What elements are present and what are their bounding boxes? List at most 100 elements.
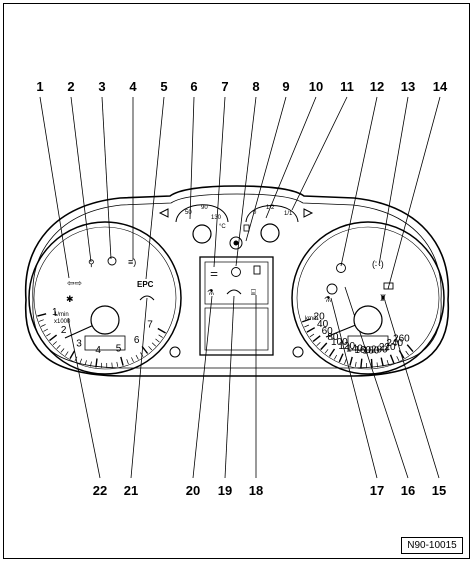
brake-system-icon	[231, 267, 241, 277]
dial-major-tick	[320, 342, 328, 351]
speedo-hub	[353, 305, 383, 335]
dial-minor-tick	[43, 328, 49, 332]
leader-17	[330, 297, 378, 479]
dial-major-tick	[141, 345, 149, 354]
dial-scale-number: 1	[52, 307, 58, 318]
speedo-inner-ring	[296, 226, 440, 370]
callout-14: 14	[433, 79, 448, 94]
dial-major-tick	[37, 313, 47, 317]
dial-scale-number: 240	[386, 338, 403, 349]
turn-signal-indicator-icon: ⇦⇨	[67, 278, 83, 288]
glow-plug-icon: (∷)	[372, 259, 384, 269]
dial-minor-tick	[376, 362, 378, 368]
center-warning-panel: ⚌ ⚗ ⌸	[199, 256, 274, 356]
dial-minor-tick	[40, 324, 46, 327]
callout-10: 10	[309, 79, 323, 94]
dial-major-tick	[157, 327, 166, 334]
dial-minor-tick	[56, 344, 61, 350]
dial-major-tick	[389, 354, 395, 364]
coolant-level-icon: ⚌	[210, 268, 218, 278]
center-reset-knob-dot	[233, 240, 239, 246]
callout-1: 1	[36, 79, 43, 94]
dial-scale-number: 180	[363, 345, 380, 356]
leader-lines	[39, 96, 441, 479]
leader-15	[384, 300, 440, 479]
dial-minor-tick	[79, 358, 83, 364]
dial-major-tick	[49, 334, 58, 342]
callout-13: 13	[401, 79, 415, 94]
leader-20	[192, 295, 213, 479]
callout-4: 4	[129, 79, 137, 94]
leader-12	[340, 96, 378, 267]
dial-minor-tick	[60, 348, 65, 353]
dial-minor-tick	[135, 354, 139, 360]
dial-major-tick	[338, 353, 344, 363]
dial-scale-number: 2	[61, 325, 67, 336]
cluster-housing	[24, 185, 450, 377]
dial-scale-number: 80	[327, 332, 339, 343]
dial-minor-tick	[126, 359, 129, 365]
leader-22	[67, 317, 101, 479]
fuel-label-empty: 0	[253, 210, 257, 216]
dial-minor-tick	[405, 350, 409, 356]
dial-major-tick	[120, 356, 124, 366]
dial-major-tick	[406, 344, 414, 353]
tacho-unit-label: 1/min	[54, 312, 69, 318]
dial-minor-tick	[333, 354, 338, 360]
dial-minor-tick	[46, 333, 51, 337]
door-open-icon	[139, 295, 155, 301]
callout-labels-top: 1 2 3 4 5 6 7 8 9 10 11 12 13 14	[36, 79, 448, 94]
leader-13	[378, 96, 409, 266]
dial-scale-number: 40	[317, 319, 329, 330]
reference-code-box: N90-10015	[401, 537, 463, 554]
dial-major-tick	[312, 335, 321, 342]
left-mounting-screw	[169, 346, 181, 358]
diagram-frame	[3, 3, 470, 559]
dial-scale-number: 20	[314, 311, 326, 322]
dial-minor-tick	[396, 356, 400, 361]
callout-17: 17	[370, 483, 384, 498]
dial-major-tick	[370, 358, 373, 368]
dial-minor-tick	[324, 349, 329, 354]
dial-major-tick	[398, 350, 405, 359]
callout-7: 7	[221, 79, 228, 94]
callout-22: 22	[93, 483, 107, 498]
dial-minor-tick	[304, 324, 310, 328]
callout-11: 11	[340, 79, 354, 94]
leader-2	[70, 96, 92, 263]
airbag-warning-icon: ✱	[66, 294, 74, 304]
dial-minor-tick	[116, 361, 119, 367]
dial-scale-number: 160	[354, 345, 371, 356]
reference-code: N90-10015	[407, 540, 457, 551]
dial-minor-tick	[158, 334, 163, 338]
dial-minor-tick	[74, 356, 78, 362]
temp-label-130: 130	[211, 215, 222, 221]
tacho-hub	[90, 305, 120, 335]
panel-outer	[199, 256, 274, 356]
dial-major-tick	[380, 357, 384, 367]
dial-minor-tick	[38, 319, 44, 322]
dial-minor-tick	[386, 359, 389, 366]
dial-scale-number: 6	[134, 335, 140, 346]
temp-hub	[192, 224, 212, 244]
leader-10	[265, 96, 317, 219]
dial-minor-tick	[90, 361, 92, 367]
leader-21	[130, 297, 148, 479]
leader-3	[101, 96, 112, 260]
leader-14	[387, 96, 441, 290]
dial-major-tick	[328, 348, 336, 357]
fuel-pump-icon	[243, 224, 250, 232]
dial-minor-tick	[151, 342, 157, 347]
rear-fog-light-icon: ≡)	[128, 257, 136, 267]
turn-right-arrow-icon	[303, 208, 314, 218]
center-reset-knob	[229, 236, 243, 250]
tacho-display-window	[84, 335, 126, 351]
callout-19: 19	[218, 483, 232, 498]
dial-scale-number: 120	[338, 341, 355, 352]
cruise-control-icon: ⚲	[88, 258, 95, 268]
dial-scale-number: 60	[322, 326, 334, 337]
fuel-reserve-icon	[253, 265, 261, 275]
dial-major-tick	[69, 350, 76, 359]
callout-16: 16	[401, 483, 415, 498]
temp-label-90: 90	[201, 205, 208, 211]
